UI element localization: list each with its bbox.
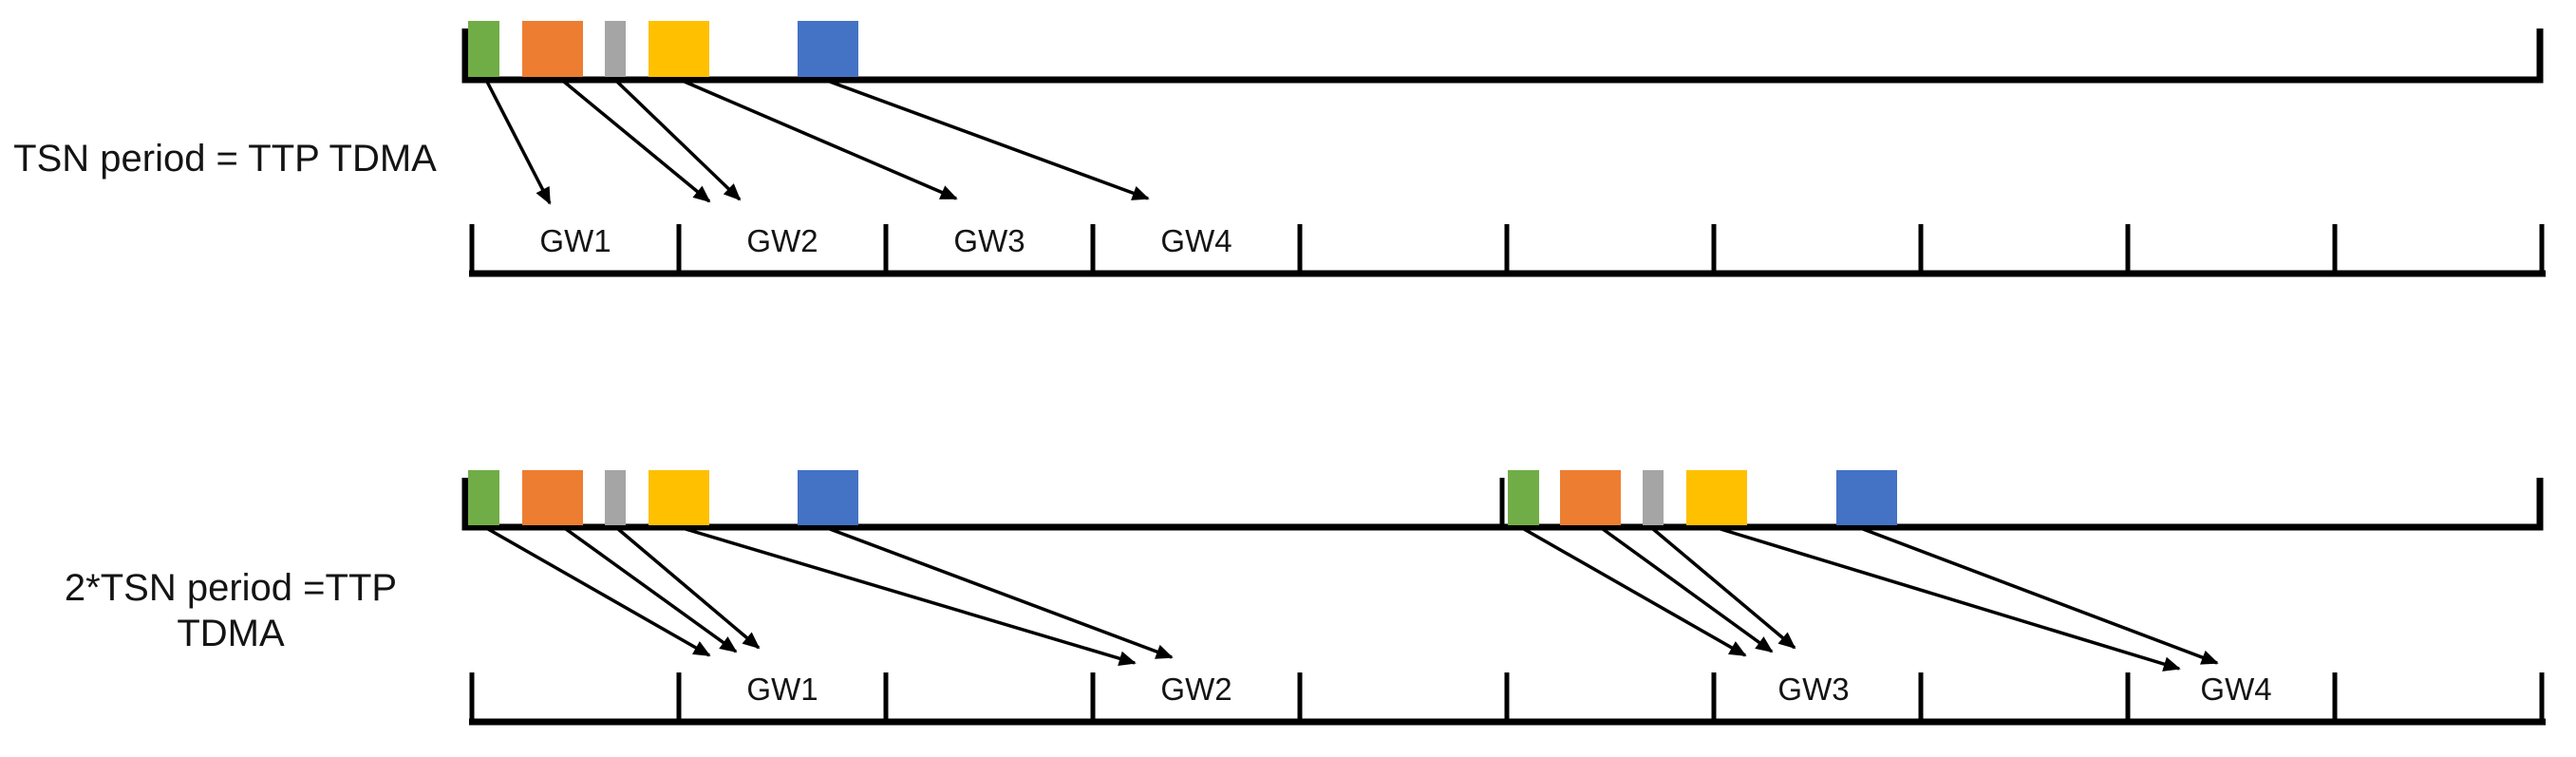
arrow-green-p2-to-gw3 [1523, 527, 1747, 657]
slot-orange [522, 21, 583, 77]
arrow-gray-p1-to-gw1 [616, 527, 761, 650]
arrow-yellow-p1-to-gw2 [685, 527, 1137, 666]
arrow-yellow-p2-to-gw4 [1720, 527, 2181, 672]
slot-green-p1 [468, 470, 499, 525]
arrow-orange-p2-to-gw3 [1601, 527, 1774, 653]
gw4-label-top: GW4 [1160, 223, 1232, 258]
slot-gray-p1 [605, 470, 626, 525]
gw1-label-top: GW1 [539, 223, 611, 258]
slot-gray-p2 [1643, 470, 1664, 525]
slot-blue [798, 21, 858, 77]
arrow-blue-to-gw4 [829, 80, 1150, 200]
arrow-green-to-gw1 [485, 81, 552, 205]
slot-orange-p2 [1560, 470, 1621, 525]
slot-orange-p1 [522, 470, 583, 525]
tsn-timeline-top [461, 28, 2544, 84]
gw1-label-bottom: GW1 [746, 672, 818, 707]
arrow-orange-to-gw2 [562, 80, 711, 203]
gw2-label-bottom: GW2 [1160, 672, 1232, 707]
slot-yellow-p1 [649, 470, 709, 525]
arrow-gray-to-gw2 [615, 80, 742, 201]
arrow-yellow-to-gw3 [684, 80, 958, 200]
diagram-top-title: TSN period = TTP TDMA [13, 138, 437, 180]
arrow-blue-p2-to-gw4 [1862, 527, 2219, 665]
diagram-bottom: 2*TSN period =TTP TDMA [65, 470, 2546, 726]
slot-yellow-p2 [1686, 470, 1747, 525]
diagram-bottom-title-line1: 2*TSN period =TTP [65, 567, 397, 609]
slot-blue-p2 [1836, 470, 1897, 525]
arrow-gray-p2-to-gw3 [1651, 527, 1796, 650]
diagram-top: TSN period = TTP TDMA GW1 GW2 GW3 GW4 [13, 21, 2546, 277]
slot-blue-p1 [798, 470, 858, 525]
gw3-label-bottom: GW3 [1777, 672, 1849, 707]
slot-green [468, 21, 499, 77]
gw4-label-bottom: GW4 [2200, 672, 2271, 707]
slot-green-p2 [1508, 470, 1539, 525]
slot-gray [605, 21, 626, 77]
gw3-label-top: GW3 [953, 223, 1025, 258]
arrow-blue-p1-to-gw2 [829, 527, 1174, 659]
arrow-green-p1-to-gw1 [487, 527, 711, 657]
gw2-label-top: GW2 [746, 223, 818, 258]
slot-yellow [649, 21, 709, 77]
diagram-bottom-title-line2: TDMA [177, 613, 285, 654]
arrow-orange-p1-to-gw1 [564, 527, 738, 653]
